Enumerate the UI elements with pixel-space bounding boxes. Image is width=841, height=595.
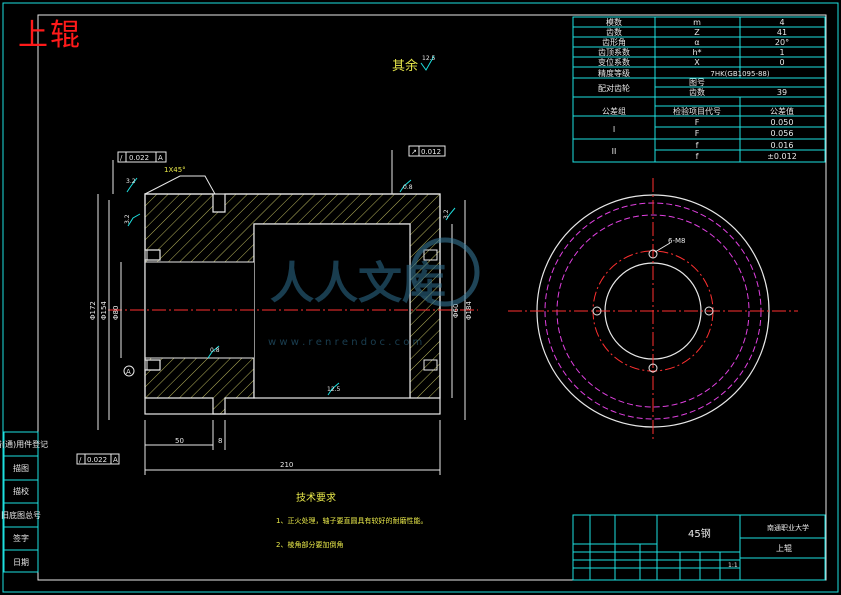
svg-text:0.012: 0.012 xyxy=(421,148,441,156)
svg-text:↗: ↗ xyxy=(411,148,417,156)
side-label-0: 借(通)用件登记 xyxy=(0,439,48,449)
param-val-1: 41 xyxy=(777,28,787,37)
svg-text:A: A xyxy=(113,456,118,464)
title-material: 45钢 xyxy=(688,527,711,540)
watermark: 人人文库 w w w . r e n r e n d o c . c o m xyxy=(268,237,480,348)
param-name-2: 齿形角 xyxy=(602,37,626,47)
surface-note: 其余 xyxy=(392,58,418,74)
param-name-4: 变位系数 xyxy=(598,57,630,67)
param-sym-2: α xyxy=(694,38,699,47)
roughness-symbol-default: 12.5 xyxy=(420,55,436,71)
title-block xyxy=(572,514,826,581)
tol-group-2: II xyxy=(612,147,617,156)
param-val-0: 4 xyxy=(779,18,784,27)
tol-group-head: 公差组 xyxy=(602,106,626,116)
roughness-c: 0.8 xyxy=(403,184,413,191)
param-val-2: 20° xyxy=(775,38,789,47)
dim-len8: 8 xyxy=(218,437,222,445)
parameter-table xyxy=(572,16,826,163)
mate-teeth-label: 齿数 xyxy=(689,87,705,97)
svg-text:人人文库: 人人文库 xyxy=(270,258,446,309)
check-sym-3: f xyxy=(696,152,699,161)
svg-text:12.5: 12.5 xyxy=(422,55,436,62)
side-label-4: 签字 xyxy=(13,533,29,543)
check-sym-2: f xyxy=(696,141,699,150)
dimension-lines xyxy=(97,150,466,475)
tol-item-head: 检验项目代号 xyxy=(673,106,721,116)
roughness-a: 3.2 xyxy=(126,178,136,185)
side-label-1: 描图 xyxy=(13,463,29,473)
svg-text:A: A xyxy=(126,368,131,376)
gtol-top-right: ↗ 0.012 xyxy=(408,145,446,157)
side-label-3: 旧底图总号 xyxy=(1,510,41,520)
check-val-2: 0.016 xyxy=(771,141,794,150)
gtol-bottom-left: / 0.022 A xyxy=(76,453,120,465)
roughness-e: 3.2 xyxy=(443,209,450,219)
mate-label: 配对齿轮 xyxy=(598,83,630,93)
dim-d60: Φ60 xyxy=(452,304,460,318)
dim-len210: 210 xyxy=(280,461,293,469)
param-val-5: 7HK(GB1095-88) xyxy=(710,70,770,78)
gtol-top-left: / 0.022 A xyxy=(117,151,167,163)
side-label-5: 日期 xyxy=(13,558,29,567)
dim-d172: Φ172 xyxy=(89,301,97,320)
param-sym-3: h* xyxy=(692,48,701,57)
tech-title: 技术要求 xyxy=(296,491,336,504)
dim-len50: 50 xyxy=(175,437,184,445)
side-table xyxy=(3,431,39,573)
param-name-3: 齿顶系数 xyxy=(598,47,630,57)
svg-text:w w w . r e n r e n d o c . c: w w w . r e n r e n d o c . c o m xyxy=(268,337,422,348)
svg-text:/: / xyxy=(120,154,123,162)
param-sym-4: X xyxy=(694,58,700,67)
check-val-0: 0.050 xyxy=(771,118,794,127)
side-label-2: 描校 xyxy=(13,486,29,496)
roughness-d: 0.8 xyxy=(210,347,220,354)
check-sym-1: F xyxy=(695,129,700,138)
mate-teeth-value: 39 xyxy=(777,88,787,97)
end-view: 6-M8 xyxy=(508,178,798,440)
param-name-5: 精度等级 xyxy=(598,68,630,78)
check-sym-0: F xyxy=(695,118,700,127)
check-val-3: ±0.012 xyxy=(767,152,797,161)
chamfer-note: 1X45° xyxy=(164,166,186,174)
mate-drawing-no: 图号 xyxy=(689,78,705,87)
corner-title: 上辊 xyxy=(18,18,82,53)
tol-group-1: I xyxy=(613,125,615,134)
hole-callout: 6-M8 xyxy=(668,237,685,245)
param-sym-0: m xyxy=(693,18,701,27)
tech-line-2: 2、棱角部分要加倒角 xyxy=(276,540,343,549)
param-val-3: 1 xyxy=(779,48,784,57)
svg-text:A: A xyxy=(158,154,163,162)
inner-frame xyxy=(37,14,827,581)
param-val-4: 0 xyxy=(779,58,784,67)
title-scale: 1:1 xyxy=(728,562,738,569)
param-name-0: 模数 xyxy=(606,17,622,27)
roughness-b: 3.2 xyxy=(124,214,131,224)
title-part: 上辊 xyxy=(776,543,792,553)
svg-text:0.022: 0.022 xyxy=(129,154,149,162)
dim-d154: Φ154 xyxy=(100,301,108,320)
check-val-1: 0.056 xyxy=(771,129,794,138)
section-view xyxy=(108,175,478,415)
tol-value-head: 公差值 xyxy=(770,106,794,116)
param-sym-1: Z xyxy=(694,28,700,37)
datum-marker: A xyxy=(123,365,135,377)
svg-text:0.022: 0.022 xyxy=(87,456,107,464)
dim-d184: Φ184 xyxy=(465,301,473,320)
title-school: 南通职业大学 xyxy=(767,523,809,532)
param-name-1: 齿数 xyxy=(606,27,622,37)
tech-line-1: 1、正火处理，轴子要直圆具有较好的耐磨性能。 xyxy=(276,516,427,525)
svg-text:/: / xyxy=(79,456,82,464)
roughness-f: 12.5 xyxy=(327,386,341,393)
dim-d80: Φ80 xyxy=(112,306,120,320)
